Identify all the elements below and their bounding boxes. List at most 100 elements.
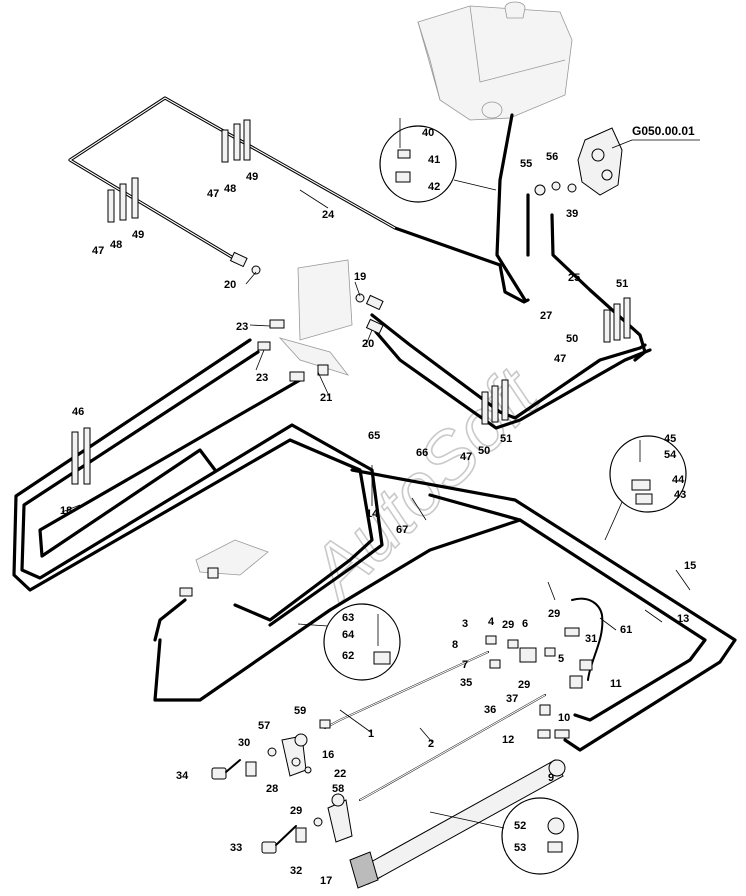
- label-40: 40: [422, 127, 434, 139]
- clamp-set-46: [71, 427, 91, 485]
- label-14: 14: [366, 508, 379, 520]
- label-54: 54: [664, 449, 677, 461]
- label-43: 43: [674, 489, 686, 501]
- bracket-57-59: [281, 733, 308, 777]
- valve-reference: G050.00.01: [632, 124, 695, 138]
- label-25: 25: [568, 272, 580, 284]
- callout-52-53: [429, 797, 579, 875]
- callout-40-42: [379, 118, 497, 203]
- label-34: 34: [176, 770, 189, 782]
- label-31: 31: [585, 633, 597, 645]
- label-29d: 29: [290, 805, 302, 817]
- label-30: 30: [238, 737, 250, 749]
- fittings: [179, 181, 593, 739]
- lower-plate-bracket: [195, 539, 269, 576]
- label-8: 8: [452, 639, 458, 651]
- label-19: 19: [354, 271, 366, 283]
- label-46: 46: [72, 406, 84, 418]
- hydraulic-cylinder: [349, 759, 566, 889]
- label-63: 63: [342, 612, 354, 624]
- label-52: 52: [514, 820, 526, 832]
- clamp-set-48-49-lower: [107, 177, 139, 223]
- label-59: 59: [294, 705, 306, 717]
- label-23b: 23: [256, 372, 268, 384]
- label-27: 27: [540, 310, 552, 322]
- label-62: 62: [342, 650, 354, 662]
- label-58: 58: [332, 783, 344, 795]
- label-6: 6: [522, 618, 528, 630]
- label-16: 16: [322, 749, 334, 761]
- label-37: 37: [506, 693, 518, 705]
- label-50b: 50: [478, 445, 490, 457]
- label-49b: 49: [132, 229, 144, 241]
- label-48a: 48: [224, 183, 236, 195]
- callout-62-64: [297, 603, 401, 681]
- label-51b: 51: [500, 433, 512, 445]
- label-23a: 23: [236, 321, 248, 333]
- label-65: 65: [368, 430, 380, 442]
- label-47b: 47: [92, 245, 104, 257]
- label-47a: 47: [207, 188, 219, 200]
- label-5: 5: [558, 653, 564, 665]
- label-11: 11: [610, 678, 622, 690]
- label-51a: 51: [616, 278, 628, 290]
- label-20b: 20: [362, 338, 374, 350]
- callout-43-45: [604, 435, 687, 541]
- label-33: 33: [230, 842, 242, 854]
- control-valve: [577, 127, 700, 196]
- label-36: 36: [484, 704, 496, 716]
- label-61: 61: [620, 624, 632, 636]
- label-44: 44: [672, 474, 685, 486]
- label-47d: 47: [460, 451, 472, 463]
- hydraulic-tank: [417, 1, 573, 121]
- label-41: 41: [428, 154, 440, 166]
- label-17: 17: [320, 875, 332, 887]
- label-12: 12: [502, 734, 514, 746]
- label-13: 13: [677, 613, 689, 625]
- label-32: 32: [290, 865, 302, 877]
- label-24: 24: [322, 209, 335, 221]
- label-57: 57: [258, 720, 270, 732]
- label-4: 4: [488, 616, 495, 628]
- label-28: 28: [266, 783, 278, 795]
- bracket-58: [327, 793, 353, 843]
- label-67: 67: [396, 524, 408, 536]
- label-35: 35: [460, 677, 472, 689]
- label-39: 39: [566, 208, 578, 220]
- label-20a: 20: [224, 279, 236, 291]
- label-47c: 47: [554, 353, 566, 365]
- label-22: 22: [334, 768, 346, 780]
- label-29c: 29: [518, 679, 530, 691]
- clamp-set-50-51-upper: [603, 297, 631, 343]
- label-42: 42: [428, 181, 440, 193]
- label-10: 10: [558, 712, 570, 724]
- label-3: 3: [462, 618, 468, 630]
- pipe-suction-loop: [370, 313, 647, 420]
- label-55: 55: [520, 158, 532, 170]
- clamp-set-48-49-upper: [221, 119, 251, 163]
- label-7: 7: [462, 659, 468, 671]
- label-1: 1: [368, 728, 374, 740]
- clamp-set-50-51-lower: [481, 379, 509, 425]
- label-18: 18: [60, 505, 72, 517]
- pipe-24: [68, 96, 530, 304]
- center-bracket: [278, 259, 353, 376]
- label-15: 15: [684, 560, 696, 572]
- pipe-2: [359, 694, 546, 801]
- part-labels: 40 41 42 55 56 39 47 48 49 47 48 49 24 2…: [60, 127, 696, 887]
- label-53: 53: [514, 842, 526, 854]
- label-29b: 29: [548, 608, 560, 620]
- label-49a: 49: [246, 171, 258, 183]
- leader-lines: [61, 189, 691, 743]
- label-50a: 50: [566, 333, 578, 345]
- pipe-15: [153, 468, 737, 752]
- label-2: 2: [428, 738, 434, 750]
- label-64: 64: [342, 629, 355, 641]
- pipe-suction-loop-2: [374, 330, 652, 430]
- label-48b: 48: [110, 239, 122, 251]
- label-56: 56: [546, 151, 558, 163]
- label-9: 9: [548, 772, 554, 784]
- label-29a: 29: [502, 619, 514, 631]
- pipe-18: [12, 338, 384, 627]
